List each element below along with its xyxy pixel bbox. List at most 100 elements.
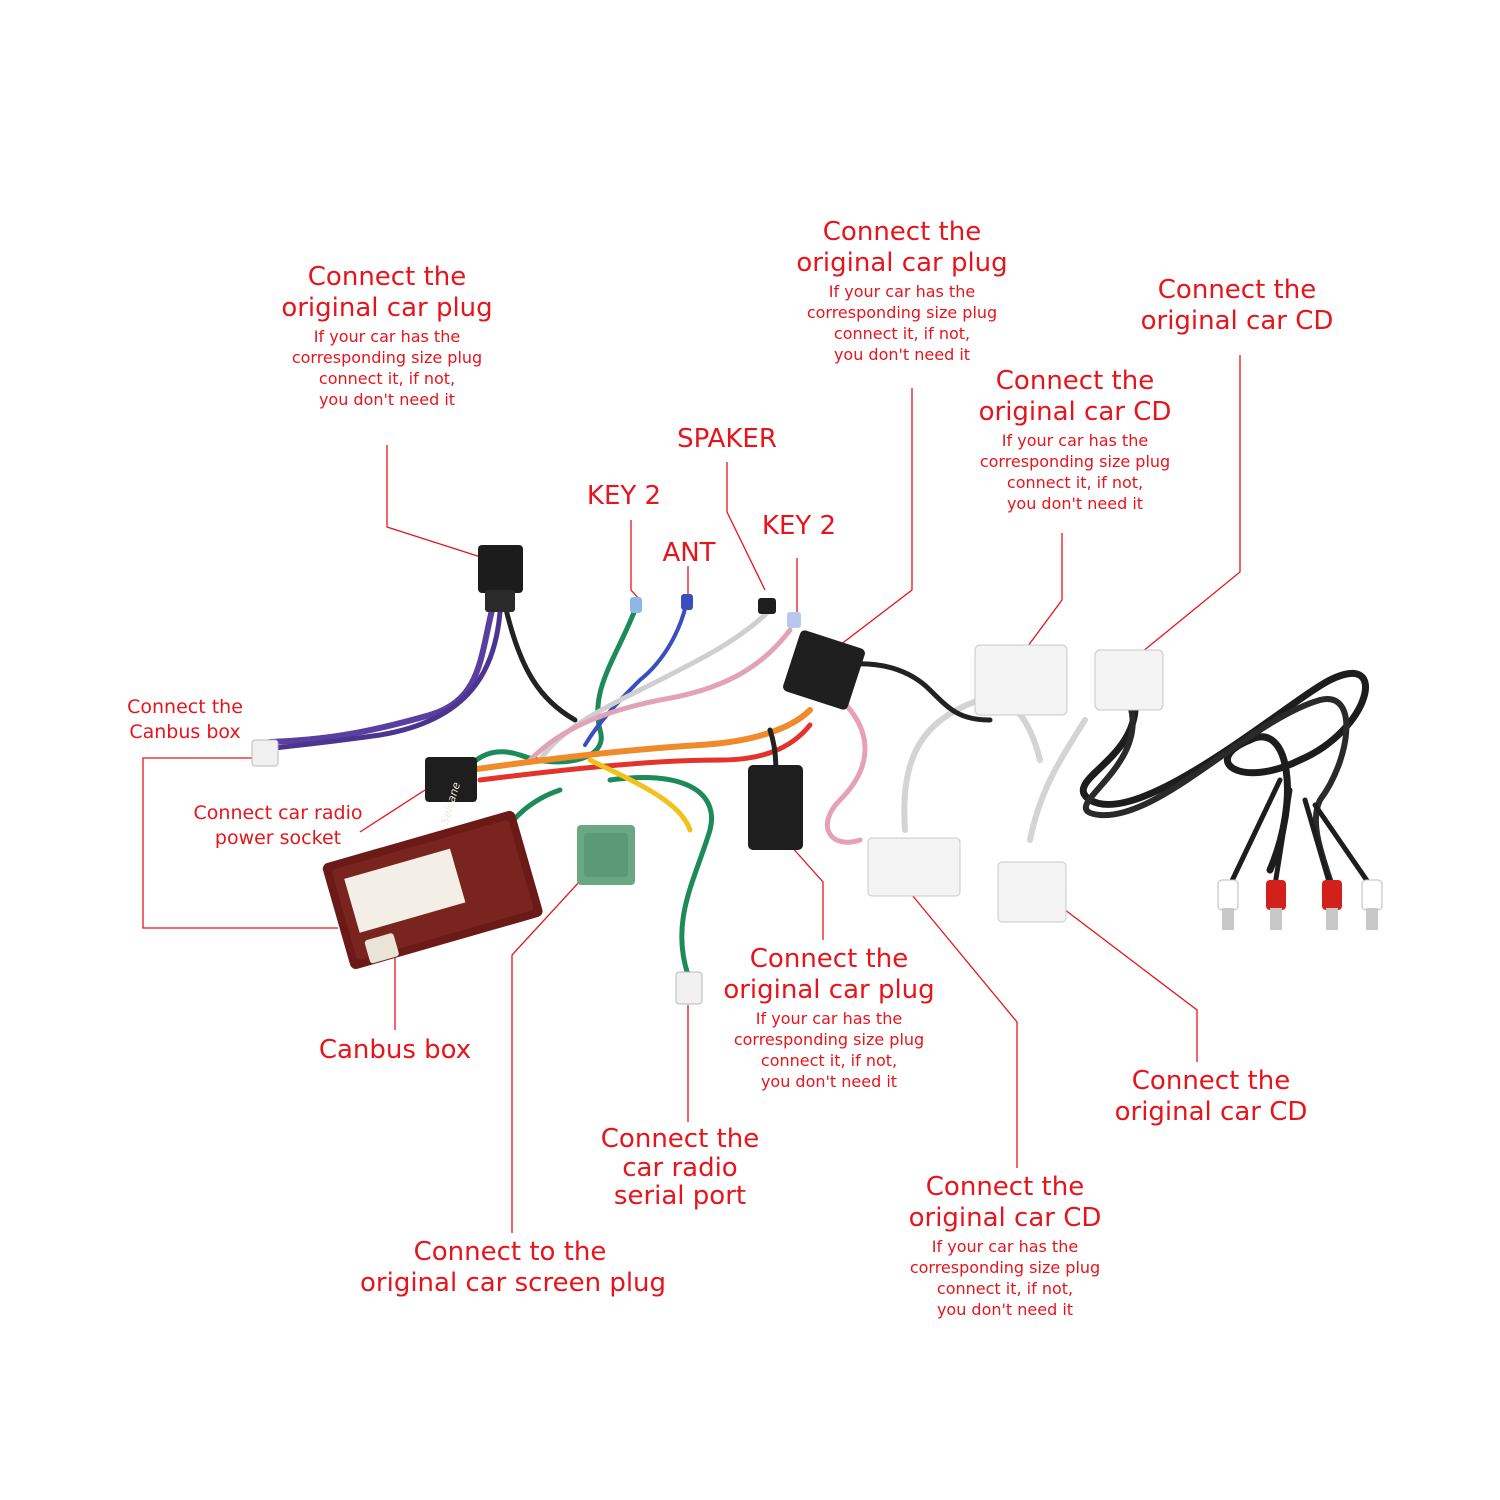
leader-cd-top-mid [1024,533,1063,651]
label-line: Connect the [600,1124,760,1154]
canbus-box [322,810,543,969]
label-title-line: original car plug [723,974,935,1005]
label-line: Connect the [127,696,243,718]
wire-purple-2 [272,609,503,751]
label-line: power socket [214,826,342,849]
label-line: Connect to the [413,1237,607,1267]
rca-plug-white-1 [1217,879,1239,911]
label-spaker: SPAKER [677,424,777,454]
label-cd-top-mid: Connect the original car CD If your car … [968,366,1182,515]
label-title-line: original car plug [281,292,493,323]
label-title-line: original car CD [908,1202,1102,1233]
connectors [251,545,1383,1005]
label-note-line: you don't need it [318,389,456,409]
plug-black-top [478,545,523,593]
label-note-line: connect it, if not, [1006,472,1144,492]
wire-black-mid [837,661,993,723]
label-note-line: If your car has the [1001,431,1149,451]
wire-blue [583,603,688,747]
label-title-line: Connect the [307,262,467,292]
leader-lines [142,355,1241,1233]
plug-white-cd-bottom-right [997,861,1067,923]
label-note-line: connect it, if not, [318,368,456,388]
plug-white-cd-top-mid [974,644,1068,716]
label-note-line: corresponding size plug [909,1258,1101,1278]
label-title-line: Connect the [1157,275,1317,305]
label-title-line: Connect the [995,366,1155,396]
leader-canbus-connect [142,757,338,929]
tip-key2-left [630,597,642,613]
label-line: car radio [622,1152,738,1183]
label-note-line: connect it, if not, [936,1278,1074,1298]
label-key2-left: KEY 2 [586,481,662,511]
leader-power-socket [359,789,426,833]
label-cd-bottom-center: Connect the original car CD If your car … [898,1172,1112,1321]
label-title-line: Connect the [749,944,909,974]
label-serial-port: Connect the car radio serial port [590,1125,770,1211]
leader-cd-top-right [1141,355,1241,653]
label-canbus-connect: Connect the Canbus box [110,695,260,744]
wires [267,602,1373,978]
plug-white-serial [675,971,703,1005]
plug-power-socket [425,757,477,802]
label-plug-top-left: Connect the original car plug If your ca… [280,262,494,411]
label-note-line: corresponding size plug [806,303,998,323]
plug-white-canbus-wire [251,739,279,767]
label-key2-right: KEY 2 [761,511,837,541]
label-note-line: corresponding size plug [979,452,1171,472]
label-note-line: If your car has the [755,1009,903,1029]
rca-plug-red-2 [1322,880,1342,910]
wire-green-serial [607,774,714,978]
wire-rca-branch [1227,777,1373,888]
label-title-line: original car CD [1114,1096,1308,1127]
rca-plugs [1217,879,1383,930]
leader-spaker [726,462,766,591]
leader-plug-top-left [386,445,491,561]
label-power-socket: Connect car radio power socket [180,801,376,850]
label-ant: ANT [662,538,716,568]
label-title-line: original car plug [796,247,1008,278]
label-cd-top-right: Connect the original car CD [1130,275,1344,336]
label-note-line: you don't need it [1006,493,1144,513]
label-screen-plug: Connect to the original car screen plug [360,1237,667,1298]
label-title-line: original car CD [978,396,1172,427]
wire-red [477,722,813,783]
label-note-line: If your car has the [828,282,976,302]
label-title-line: Connect the [1131,1066,1291,1096]
leader-plug-bottom-center [789,844,824,940]
leader-cd-bottom-center [911,894,1018,1168]
plug-black-bottom-center [748,765,803,850]
plug-white-cd-bottom-center [867,837,961,897]
wire-yellow [587,757,693,833]
label-note-line: corresponding size plug [291,348,483,368]
label-line: original car screen plug [360,1267,667,1298]
label-line: serial port [613,1181,747,1212]
label-title-line: Connect the [925,1172,1085,1202]
label-title-line: Connect the [822,217,982,247]
tip-spaker [758,598,776,614]
label-note-line: connect it, if not, [833,323,971,343]
label-plug-top-center: Connect the original car plug If your ca… [795,217,1009,366]
wire-pink-2 [825,687,868,845]
plug-black-top-center [783,630,865,710]
label-note-line: you don't need it [833,344,971,364]
label-note-line: connect it, if not, [760,1050,898,1070]
wire-rca-black-2 [1082,696,1350,883]
wire-white-3 [1027,717,1088,843]
tip-key2-right [787,612,801,628]
rca-plug-red-1 [1266,880,1286,910]
leader-screen-plug [511,867,593,1233]
leader-key2-left [630,520,641,601]
label-note-line: If your car has the [931,1237,1079,1257]
label-note-line: corresponding size plug [733,1030,925,1050]
label-line: Connect car radio [193,802,363,824]
label-plug-bottom-center: Connect the original car plug If your ca… [722,944,936,1093]
label-canbus-box: Canbus box [318,1035,472,1065]
label-line: Canbus box [129,720,241,743]
rca-plug-white-2 [1361,879,1383,911]
wire-white [537,607,773,763]
wire-black-top [502,602,578,723]
wire-purple [267,607,495,745]
wire-white-2 [901,695,1043,833]
